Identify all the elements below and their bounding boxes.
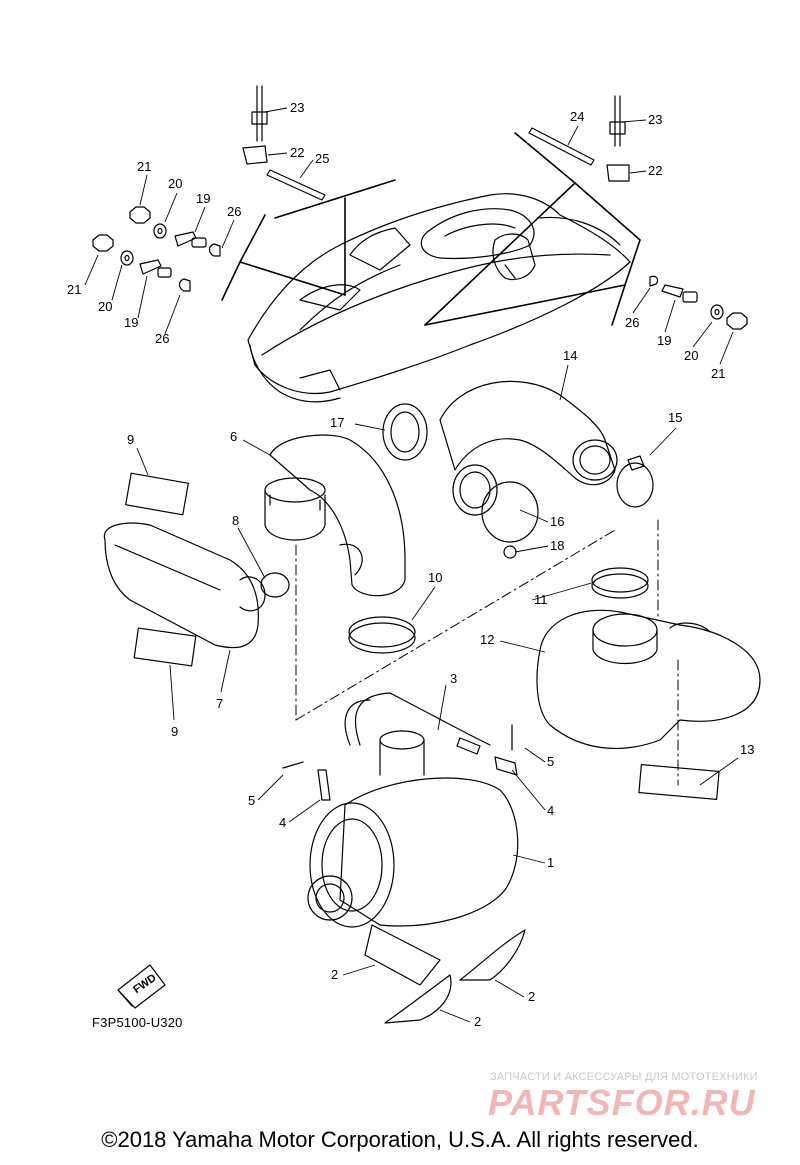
ties-and-clips — [242, 85, 630, 201]
callout-19b: 19 — [124, 315, 138, 330]
fwd-arrow-icon — [117, 964, 166, 1009]
callout-22b: 22 — [648, 163, 662, 178]
watercraft-illustration — [247, 193, 631, 403]
duct-14 — [439, 380, 618, 486]
intake-duct-6 — [264, 434, 406, 597]
fitting-set-right — [649, 275, 748, 330]
callout-11: 11 — [534, 592, 548, 607]
pads-2 — [364, 924, 526, 1024]
callout-12: 12 — [480, 632, 494, 647]
callout-15: 15 — [668, 410, 682, 425]
callout-labels: 23 22 25 21 20 19 26 21 20 19 26 24 23 2… — [67, 100, 754, 1029]
callout-23a: 23 — [290, 100, 304, 115]
strap-and-brackets — [282, 692, 518, 801]
callout-9b: 9 — [171, 724, 178, 739]
callout-7: 7 — [216, 696, 223, 711]
callout-26a: 26 — [227, 204, 241, 219]
callout-2c: 2 — [474, 1014, 481, 1029]
callout-14: 14 — [563, 348, 577, 363]
leader-lines — [221, 132, 641, 326]
callout-9a: 9 — [127, 432, 134, 447]
callout-3: 3 — [450, 671, 457, 686]
callout-22a: 22 — [290, 145, 304, 160]
callout-2a: 2 — [331, 967, 338, 982]
callout-21a: 21 — [137, 159, 151, 174]
watermark-logo: PARTSFOR.RU — [488, 1082, 756, 1123]
alignment-lines — [295, 519, 679, 786]
callout-25: 25 — [315, 151, 329, 166]
callout-6: 6 — [230, 429, 237, 444]
callout-17: 17 — [330, 415, 344, 430]
callout-21b: 21 — [67, 282, 81, 297]
watermark-tagline: ЗАПЧАСТИ И АКСЕССУАРЫ ДЛЯ МОТОТЕХНИКИ — [490, 1071, 758, 1083]
callout-16: 16 — [550, 514, 564, 529]
callout-13: 13 — [740, 742, 754, 757]
callout-1: 1 — [547, 855, 554, 870]
air-box-7 — [103, 522, 266, 649]
callout-21c: 21 — [711, 366, 725, 381]
diagram-code: F3P5100-U320 — [92, 1015, 183, 1030]
callout-20b: 20 — [98, 299, 112, 314]
callout-20a: 20 — [168, 176, 182, 191]
air-box-12 — [536, 609, 761, 749]
copyright-notice: ©2018 Yamaha Motor Corporation, U.S.A. A… — [101, 1127, 699, 1152]
callout-26b: 26 — [155, 331, 169, 346]
callout-5a: 5 — [547, 754, 554, 769]
callout-23b: 23 — [648, 112, 662, 127]
callout-26c: 26 — [625, 315, 639, 330]
callout-5b: 5 — [248, 793, 255, 808]
fitting-set-lower-left — [92, 234, 191, 292]
fitting-set-upper-left — [129, 206, 221, 257]
pad-9-upper — [125, 472, 189, 516]
callout-10: 10 — [428, 570, 442, 585]
callout-20c: 20 — [684, 348, 698, 363]
flange-parts — [382, 403, 539, 559]
callout-24: 24 — [570, 109, 584, 124]
clamps — [260, 455, 654, 654]
callout-19c: 19 — [657, 333, 671, 348]
callout-2b: 2 — [528, 989, 535, 1004]
pad-13 — [638, 764, 720, 800]
callout-4a: 4 — [547, 803, 554, 818]
callout-8: 8 — [232, 513, 239, 528]
callout-18: 18 — [550, 538, 564, 553]
filter-assembly-1 — [307, 730, 519, 928]
pad-9-lower — [133, 627, 197, 667]
callout-leaders — [84, 107, 739, 1023]
callout-19a: 19 — [196, 191, 210, 206]
callout-4b: 4 — [279, 815, 286, 830]
